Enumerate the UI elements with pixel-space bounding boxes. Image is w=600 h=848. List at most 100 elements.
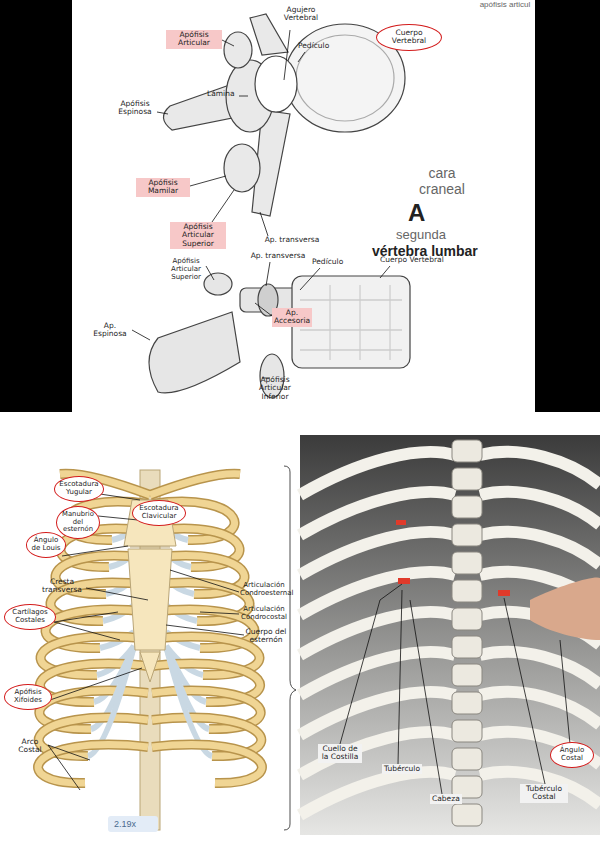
top-panel xyxy=(72,0,535,412)
skeleton-photo xyxy=(300,435,600,835)
part-label: Cuello de la Costilla xyxy=(318,744,362,763)
skeleton-photo xyxy=(452,440,482,462)
vertebra-cranial-view xyxy=(255,56,297,112)
leader-lines xyxy=(132,330,150,340)
leader-lines xyxy=(380,266,390,278)
top-panel xyxy=(0,0,600,412)
skeleton-photo xyxy=(452,748,482,770)
printed-caption: segunda xyxy=(396,228,446,243)
skeleton-photo xyxy=(452,608,482,630)
leader-lines xyxy=(50,668,142,700)
leader-lines xyxy=(200,612,239,614)
skeleton-photo xyxy=(452,636,482,658)
skeleton-photo xyxy=(452,524,482,546)
part-label: Pedículo xyxy=(312,258,343,266)
part-label: Apófisis Articular xyxy=(166,30,222,49)
thorax-illustration xyxy=(130,547,170,548)
leader-lines xyxy=(298,52,305,62)
leader-lines xyxy=(54,612,118,622)
leader-lines xyxy=(206,266,214,280)
skeleton-photo xyxy=(452,580,482,602)
part-label: Escotadura Yugular xyxy=(54,476,104,502)
skeleton-photo xyxy=(452,440,482,826)
part-label: Articulación Condrocostal xyxy=(240,606,288,622)
leader-lines xyxy=(340,584,570,794)
printed-caption: A xyxy=(408,200,425,227)
printed-caption: apófisis articul xyxy=(476,1,534,10)
thorax-illustration xyxy=(88,646,134,756)
part-label: Tubérculo Costal xyxy=(520,784,568,803)
skeleton-photo xyxy=(480,532,600,565)
skeleton-photo xyxy=(480,492,600,525)
top-panel xyxy=(0,0,600,412)
skeleton-photo xyxy=(300,452,600,815)
part-label: Ap. transversa xyxy=(250,252,306,260)
skeleton-photo xyxy=(452,804,482,826)
leader-lines xyxy=(504,598,545,784)
leader-lines xyxy=(255,303,272,316)
part-label: Ángulo de Louis xyxy=(26,532,66,558)
printed-caption: cara craneal xyxy=(412,166,472,197)
skeleton-photo xyxy=(498,590,510,596)
leader-lines xyxy=(560,640,570,744)
leader-lines xyxy=(62,546,128,556)
part-label: Apófisis Articular Superior xyxy=(164,258,208,281)
leader-lines xyxy=(48,745,90,760)
leader-lines xyxy=(54,622,120,640)
part-label: Apófisis Xifoides xyxy=(4,684,52,710)
vertebra-lateral-view xyxy=(300,300,402,350)
part-label: Escotadura Clavicular xyxy=(132,500,186,526)
leader-lines xyxy=(300,268,320,290)
skeleton-photo xyxy=(452,692,482,714)
leader-lines xyxy=(340,584,402,744)
leader-lines xyxy=(266,262,270,286)
part-label: Apófisis Mamilar xyxy=(136,178,190,197)
leader-lines xyxy=(48,494,244,790)
skeleton-photo xyxy=(452,496,482,518)
skeleton-photo xyxy=(452,720,482,742)
leader-lines xyxy=(284,30,290,80)
skeleton-photo xyxy=(480,772,600,805)
vertebra-cranial-view xyxy=(224,144,260,192)
vertebra-cranial-view xyxy=(296,35,394,121)
leader-lines xyxy=(132,30,390,378)
leader-lines xyxy=(222,40,234,46)
thorax-illustration xyxy=(166,646,212,756)
leader-lines xyxy=(239,96,248,97)
leader-lines xyxy=(100,494,140,500)
part-label: Tubérculo xyxy=(382,764,422,774)
thorax-illustration xyxy=(152,745,262,783)
thorax-illustration xyxy=(38,466,296,830)
thorax-illustration xyxy=(128,549,172,650)
thorax-illustration xyxy=(38,745,148,783)
leader-lines xyxy=(212,190,234,222)
thorax-illustration xyxy=(38,745,148,783)
skeleton-photo xyxy=(396,520,406,525)
leader-lines xyxy=(170,570,239,592)
part-label: Cabeza xyxy=(430,794,462,804)
thorax-illustration xyxy=(140,652,160,682)
leader-lines xyxy=(190,176,226,186)
part-label: Ángulo Costal xyxy=(550,742,594,768)
part-label: Cartílagos Costales xyxy=(4,604,56,630)
skeleton-photo xyxy=(452,468,482,490)
skeleton-photo xyxy=(530,577,600,640)
vertebra-cranial-view xyxy=(224,32,252,68)
skeleton-photo xyxy=(452,664,482,686)
skeleton-photo xyxy=(480,692,600,725)
part-label: Manubrio del esternón xyxy=(56,506,100,539)
part-label: Apófisis Articular Superior xyxy=(170,222,226,249)
part-label: Arco Costal xyxy=(12,738,48,755)
part-label: Apófisis Espinosa xyxy=(112,100,158,117)
leader-lines xyxy=(260,212,268,236)
part-label: Agujero Vertebral xyxy=(276,6,326,23)
zoom-indicator: 2.19x xyxy=(114,819,136,829)
part-label: Cuerpo Vertebral xyxy=(380,256,444,264)
vertebra-lateral-view xyxy=(330,285,390,360)
zoom-badge xyxy=(108,816,158,832)
thorax-illustration xyxy=(284,466,296,830)
part-label: Ap. transversa xyxy=(262,236,322,244)
leader-lines xyxy=(166,625,244,635)
